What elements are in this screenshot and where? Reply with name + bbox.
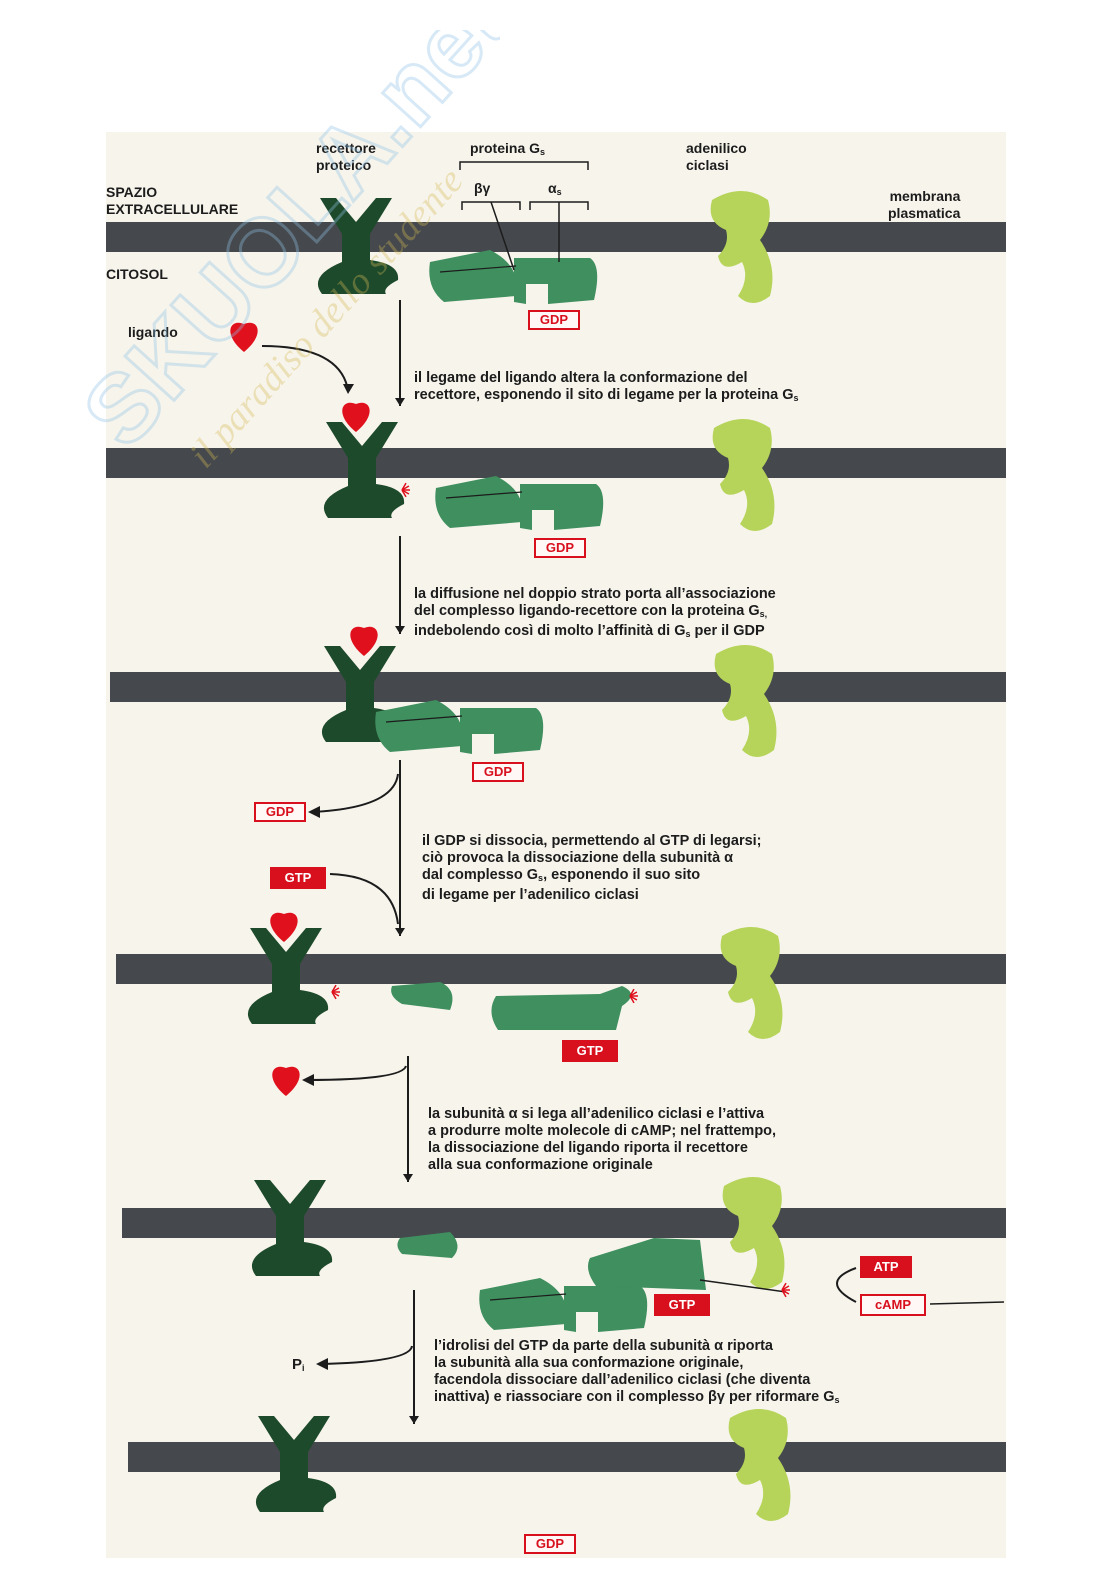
ligand-2 xyxy=(342,402,370,432)
gprotein-outline-4 xyxy=(489,1293,567,1301)
camp-tag: cAMP xyxy=(860,1294,926,1316)
ligand-4 xyxy=(270,912,298,942)
membrane-band-3 xyxy=(110,672,1006,702)
phosphate-release-arrowhead xyxy=(316,1358,328,1370)
membrane-band-2 xyxy=(106,448,1006,478)
ligand-binding-arrowhead xyxy=(343,384,354,394)
ligand-5 xyxy=(272,1066,300,1096)
gprotein-alpha-4 xyxy=(564,1286,648,1332)
betagamma-free-2 xyxy=(397,1232,458,1258)
adenylyl-cyclase-4 xyxy=(720,927,783,1039)
gtp-bound-tag-1: GTP xyxy=(562,1040,618,1062)
gprotein-betagamma-3 xyxy=(375,700,463,752)
betagamma-pointer xyxy=(490,201,515,271)
cytosol-label: CITOSOL xyxy=(106,266,168,282)
alpha-free-1 xyxy=(491,986,631,1030)
gtp-pointer-line xyxy=(699,1279,787,1293)
gdp-release-arrowhead xyxy=(308,806,320,818)
gprotein-bracket xyxy=(459,161,589,170)
betagamma-free-1 xyxy=(391,982,453,1010)
gprotein-betagamma-1 xyxy=(429,250,517,302)
adenylyl-cyclase-6 xyxy=(728,1409,791,1521)
gprotein-outline-3 xyxy=(385,715,463,723)
step-5-caption: l’idrolisi del GTP da parte della subuni… xyxy=(434,1338,840,1405)
gprotein-alpha-3 xyxy=(460,708,544,754)
adenylyl-cyclase-5 xyxy=(722,1177,785,1289)
membrane-band-6 xyxy=(128,1442,1006,1472)
receptor-5 xyxy=(251,1180,333,1276)
gdp-release-arrow xyxy=(311,773,399,813)
membrane-band-5 xyxy=(122,1208,1006,1238)
gprotein-outline-2 xyxy=(445,491,523,499)
step-1-caption: il legame del ligando altera la conforma… xyxy=(414,370,799,403)
gprotein-outline-1 xyxy=(439,265,517,273)
membrane-band-4 xyxy=(116,954,1006,984)
camp-pointer-line xyxy=(929,1301,1005,1305)
gdp-released-tag: GDP xyxy=(254,802,306,822)
gprotein-label: proteina Gs xyxy=(470,140,546,157)
flow-arrowhead-2 xyxy=(395,626,405,634)
adenylyl-cyclase-1 xyxy=(710,191,773,303)
ligand-binding-arrow xyxy=(261,345,349,391)
gprotein-betagamma-2 xyxy=(435,476,523,528)
ligand-release-arrow xyxy=(305,1065,407,1081)
gtp-free-tag: GTP xyxy=(270,867,326,889)
ligand-1 xyxy=(230,322,258,352)
gdp-tag-1: GDP xyxy=(528,310,580,330)
activation-spark-1-4 xyxy=(401,489,407,498)
activation-spark-2-4 xyxy=(331,991,337,1000)
atp-camp-arrow xyxy=(836,1267,857,1303)
atp-tag: ATP xyxy=(860,1256,912,1278)
adenylyl-cyclase-2 xyxy=(712,419,775,531)
receptor-4 xyxy=(247,928,329,1024)
gtp-entry-arrow xyxy=(329,873,399,925)
gtp-bound-tag-2: GTP xyxy=(654,1294,710,1316)
gdp-tag-final: GDP xyxy=(524,1534,576,1554)
membrane-band-1 xyxy=(106,222,1006,252)
alpha-label: αs xyxy=(548,180,562,197)
gdp-tag-2: GDP xyxy=(534,538,586,558)
gprotein-alpha-1 xyxy=(514,258,598,304)
gprotein-betagamma-4 xyxy=(479,1278,567,1330)
receptor-1 xyxy=(317,198,399,294)
phosphate-label: Pi xyxy=(292,1356,305,1373)
flow-arrowhead-1 xyxy=(395,398,405,406)
activation-spark-3-4 xyxy=(629,995,635,1004)
betagamma-label: βγ xyxy=(474,180,491,196)
step-2-caption: la diffusione nel doppio strato porta al… xyxy=(414,586,776,639)
gdp-tag-3: GDP xyxy=(472,762,524,782)
gprotein-alpha-2 xyxy=(520,484,604,530)
activation-spark-4-4 xyxy=(781,1289,787,1298)
flow-arrowhead-4 xyxy=(403,1174,413,1182)
alpha-bound-cyclase xyxy=(588,1238,706,1290)
adenylyl-cyclase-3 xyxy=(714,645,777,757)
receptor-6 xyxy=(255,1416,337,1512)
ligand-3 xyxy=(350,626,378,656)
receptor-2 xyxy=(323,422,405,518)
step-3-caption: il GDP si dissocia, permettendo al GTP d… xyxy=(422,833,762,903)
ligand-release-arrowhead xyxy=(302,1074,314,1086)
ligand-label: ligando xyxy=(128,324,178,340)
phosphate-release-arrow xyxy=(319,1345,413,1365)
flow-arrowhead-5 xyxy=(409,1416,419,1424)
step-4-caption: la subunità α si lega all’adenilico cicl… xyxy=(428,1106,777,1173)
flow-arrowhead-3 xyxy=(395,928,405,936)
